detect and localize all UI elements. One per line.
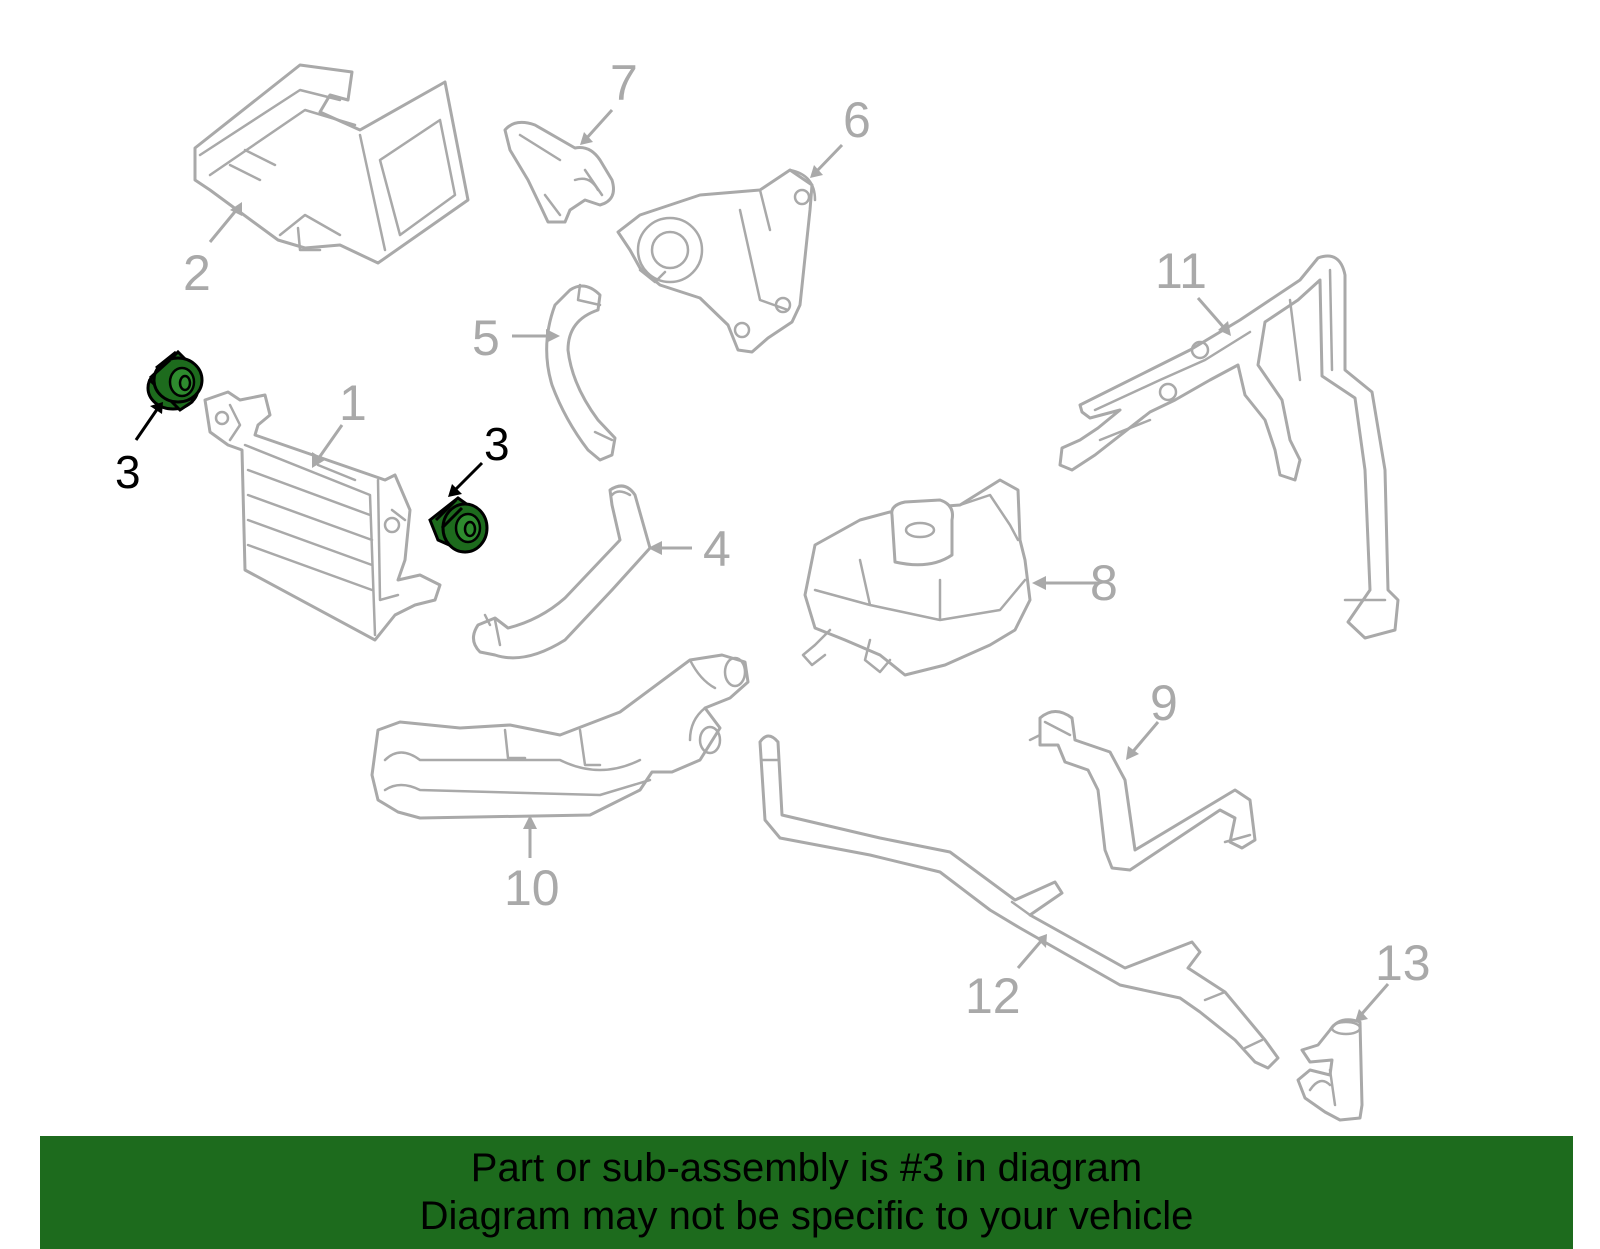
part-10-hose-assembly xyxy=(370,653,750,820)
callout-6: 6 xyxy=(843,92,871,148)
leader-3a xyxy=(134,407,160,441)
callout-12: 12 xyxy=(965,968,1021,1024)
callout-9: 9 xyxy=(1150,675,1178,731)
arrowheads xyxy=(150,132,1368,1022)
info-banner: Part or sub-assembly is #3 in diagram Di… xyxy=(40,1136,1573,1249)
part-3-bushing-right xyxy=(428,496,489,554)
leader-1 xyxy=(314,424,344,463)
callout-11: 11 xyxy=(1155,243,1207,299)
part-5-hose xyxy=(545,283,617,462)
callout-3-left: 3 xyxy=(115,446,141,498)
callout-3-right: 3 xyxy=(484,418,510,470)
banner-line-1: Part or sub-assembly is #3 in diagram xyxy=(470,1146,1143,1190)
callout-8: 8 xyxy=(1090,555,1118,611)
callout-7: 7 xyxy=(610,55,638,111)
banner-line-2: Diagram may not be specific to your vehi… xyxy=(419,1194,1194,1238)
leader-2 xyxy=(208,207,240,243)
part-12-tube xyxy=(758,734,1280,1070)
part-13-fitting xyxy=(1296,1018,1364,1122)
callout-10: 10 xyxy=(504,860,560,916)
part-9-tube xyxy=(1028,710,1257,872)
leader-13 xyxy=(1358,983,1390,1017)
part-2-bracket xyxy=(193,63,470,265)
callout-4: 4 xyxy=(703,521,731,577)
part-1-cooler xyxy=(203,390,442,642)
part-4-hose xyxy=(472,484,652,660)
leader-11 xyxy=(1196,297,1228,331)
part-8-reservoir xyxy=(801,478,1032,677)
leader-6 xyxy=(813,143,844,175)
part-6-pump xyxy=(616,168,817,354)
part-7-hose xyxy=(503,120,615,224)
callout-13: 13 xyxy=(1375,935,1431,991)
callout-2: 2 xyxy=(183,245,211,301)
callout-5: 5 xyxy=(472,310,500,366)
part-3-bushing-left xyxy=(146,349,204,412)
callout-1: 1 xyxy=(339,375,367,431)
leader-9 xyxy=(1128,721,1160,756)
leader-7 xyxy=(583,108,614,142)
leader-3b xyxy=(451,461,484,494)
leader-12 xyxy=(1016,939,1044,969)
